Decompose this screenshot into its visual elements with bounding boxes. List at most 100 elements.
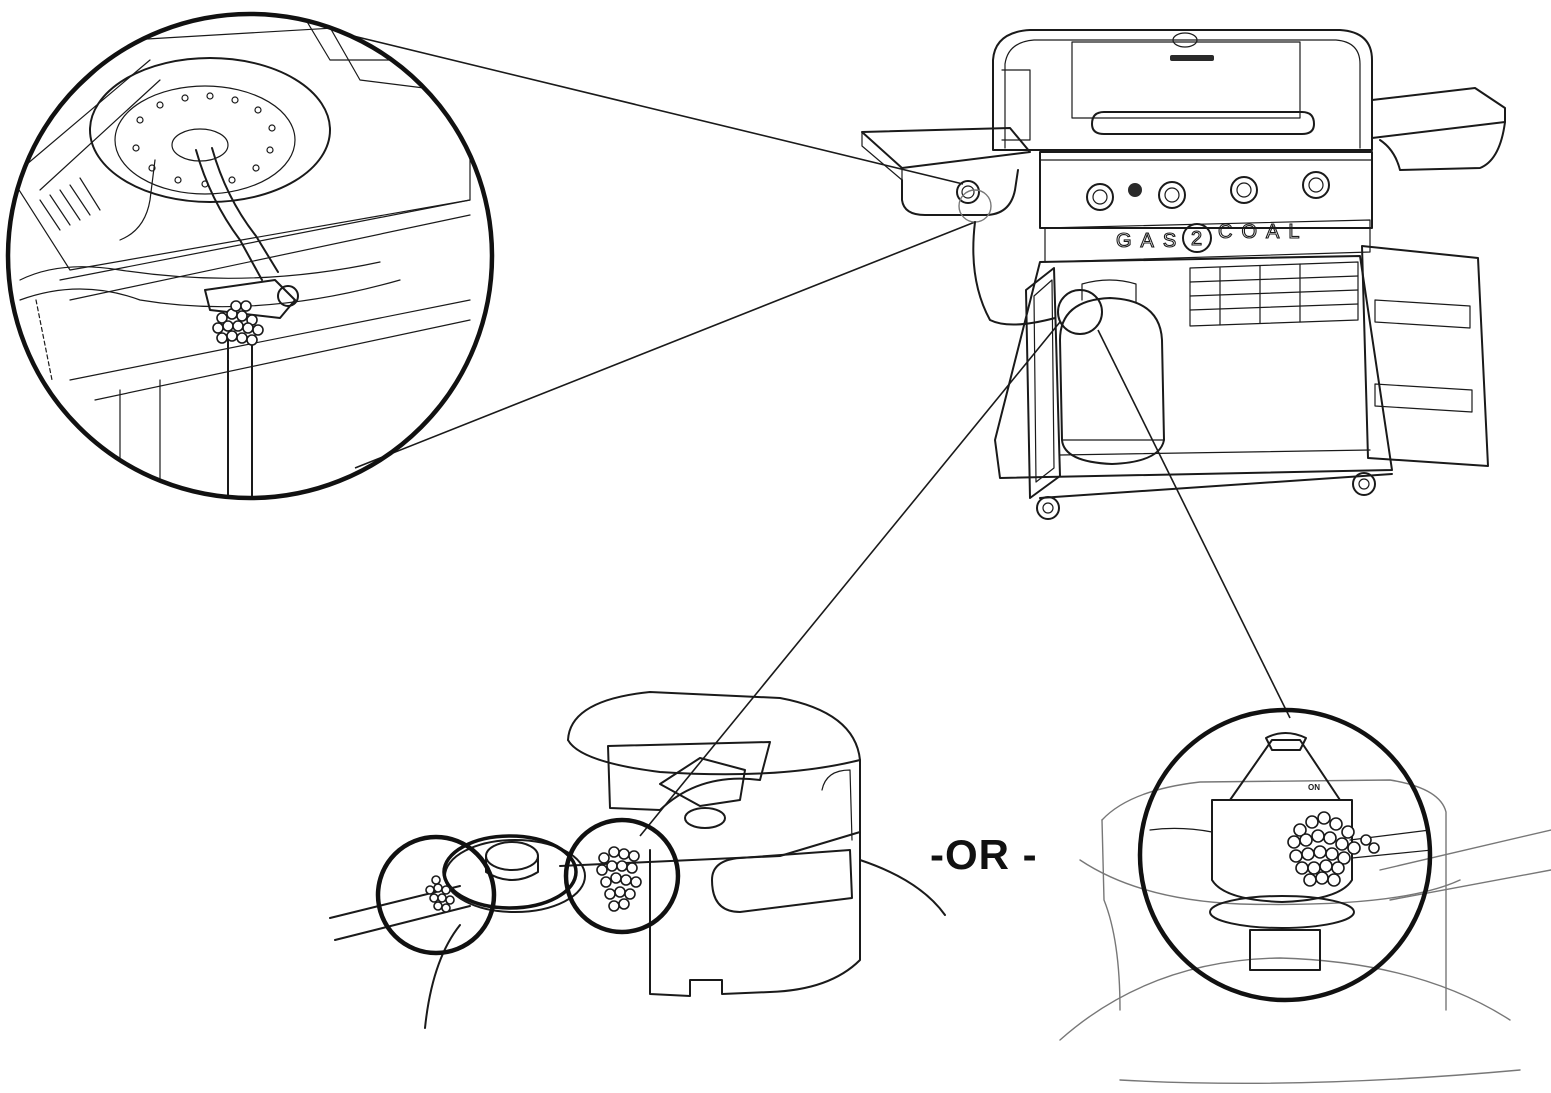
grill-knob — [1086, 183, 1114, 211]
grill-knobs — [1086, 171, 1330, 211]
side-burner-dish — [89, 57, 331, 203]
grill-right-shelf — [1371, 87, 1506, 139]
electrode-wire — [119, 159, 156, 241]
hose-connection-bubbles — [425, 875, 455, 913]
grill-right-door-label-2 — [1374, 383, 1473, 413]
regulator-cap — [485, 841, 539, 871]
regulator-valve-bubbles — [596, 846, 642, 912]
grill-cart-frame — [994, 255, 1393, 479]
grill-knob — [1230, 176, 1258, 204]
grill-cart-shelf — [1059, 449, 1371, 456]
side-burner-knob — [956, 180, 980, 204]
grill-knob — [1158, 181, 1186, 209]
regulator-valve-callout — [563, 817, 681, 935]
regulator-lead-line — [424, 924, 461, 1029]
side-burner-bubbles — [212, 300, 264, 346]
valve-body — [1211, 799, 1353, 903]
valve-handwheel-top — [1265, 732, 1307, 751]
grill-knob — [1302, 171, 1330, 199]
grill-lid-inner — [1004, 39, 1361, 149]
valve-collar — [1209, 895, 1355, 929]
grill-logo-plate — [1170, 55, 1214, 61]
grill-lid-side-left — [1001, 69, 1031, 141]
tank-valve-stem — [684, 807, 726, 829]
valve-detail-collar — [1101, 779, 1447, 1011]
tank-collar-handle-slot — [607, 741, 771, 811]
grill-brand-number: 2 — [1191, 228, 1202, 250]
grill-brand-circle — [1182, 223, 1212, 253]
grill-thermometer — [1172, 32, 1198, 48]
valve-detail-tank-bottom — [1119, 1069, 1521, 1085]
side-burner-knob-inner — [961, 185, 975, 199]
gas-hose — [972, 221, 1056, 326]
leader-line-bottom — [354, 221, 976, 469]
leader-line-top — [344, 33, 964, 185]
frame-slots — [39, 177, 101, 231]
valve-detail-tank-curve — [1059, 957, 1511, 1041]
valve-stem-block — [1249, 929, 1321, 971]
burner-tube-edge — [211, 147, 279, 273]
grill-right-support — [1379, 121, 1506, 171]
side-burner-dish-inner — [114, 85, 296, 195]
regulator-leak-test-detail — [329, 691, 946, 1029]
grill-warming-rack — [1189, 261, 1359, 327]
propane-tank — [1059, 279, 1165, 465]
igniter-chain — [35, 299, 53, 381]
grill-knob-inner — [1164, 187, 1180, 203]
grill-lid — [992, 29, 1373, 151]
valve-left-pipe — [1149, 827, 1213, 833]
valve-on-label: ON — [1308, 783, 1320, 792]
side-burner-callout-ring — [958, 189, 992, 223]
grill-knob-inner — [1308, 177, 1324, 193]
grill-igniter-button — [1128, 183, 1142, 197]
grill-control-panel — [1039, 151, 1373, 229]
burner-ports — [132, 92, 276, 188]
valve-bubbles — [1287, 811, 1380, 887]
tank-body-curve — [859, 859, 946, 916]
tank-collar — [567, 691, 861, 997]
grill-wheel-hub — [1042, 502, 1054, 514]
or-separator: -OR - — [930, 831, 1038, 878]
grill-left-shelf — [861, 127, 1031, 169]
side-burner-detail-circle — [5, 11, 495, 501]
regulator-cap-side — [485, 855, 539, 881]
valve-detail-hose — [1379, 829, 1551, 901]
side-burner-hose — [227, 339, 253, 498]
side-burner-valve — [204, 279, 296, 319]
grill-brand-band — [1044, 219, 1371, 263]
grill-lid-handle — [1091, 111, 1315, 135]
valve-fitting — [277, 285, 299, 307]
grill-wheel — [1352, 472, 1376, 496]
grill-right-door — [1361, 245, 1489, 467]
grill-left-support — [901, 169, 1019, 216]
grill-base — [1039, 473, 1393, 499]
leader-line-valve — [1097, 329, 1291, 719]
grill-brand-text-right: COAL — [1218, 221, 1308, 243]
grill-knob-inner — [1092, 189, 1108, 205]
leader-line-regulator — [639, 321, 1061, 837]
regulator-ring — [442, 834, 578, 910]
tank-collar-right-slot — [821, 769, 853, 841]
tank-valve-body — [659, 757, 746, 807]
grill-left-door-inner — [1033, 279, 1055, 483]
grill-knob-inner — [1236, 182, 1252, 198]
tank-valve-leak-test-detail: ON — [1059, 707, 1551, 1085]
burner-tube — [195, 149, 263, 281]
valve-detail-circle — [1137, 707, 1433, 1003]
grill-wheel-hub — [1358, 478, 1370, 490]
grill-left-door — [1025, 267, 1061, 499]
grill-brand-text-left: GAS — [1116, 230, 1185, 252]
hose-connection-callout — [375, 834, 497, 956]
grill-wheel — [1036, 496, 1060, 520]
valve-detail-collar-left — [1101, 819, 1121, 1011]
side-burner-leak-test-detail — [5, 11, 495, 501]
tank-collar-lower-slot — [711, 849, 853, 913]
side-burner-head — [171, 128, 229, 162]
leader-lines — [344, 33, 1291, 837]
tank-callout-ring — [1057, 289, 1103, 335]
valve-detail-collar-rim — [1079, 859, 1461, 906]
gas-grill-illustration: GAS 2 COAL — [861, 29, 1506, 520]
grill-lid-panel — [1071, 41, 1301, 119]
grill-left-shelf-front — [861, 131, 903, 181]
